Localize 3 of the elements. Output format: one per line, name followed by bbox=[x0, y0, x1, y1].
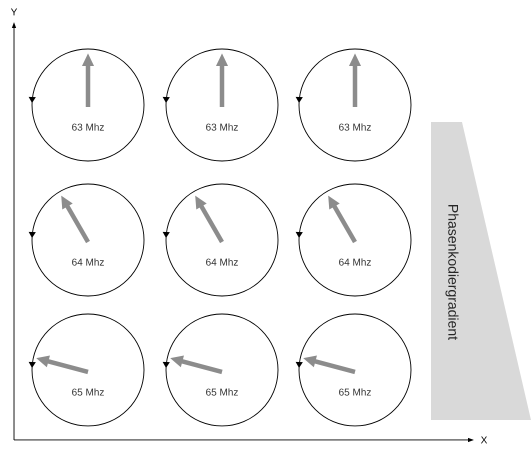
axis-label: Y bbox=[10, 8, 18, 16]
axis-label: X bbox=[480, 436, 488, 444]
gradient-wedge: Phasenkodiergradient bbox=[431, 122, 531, 420]
